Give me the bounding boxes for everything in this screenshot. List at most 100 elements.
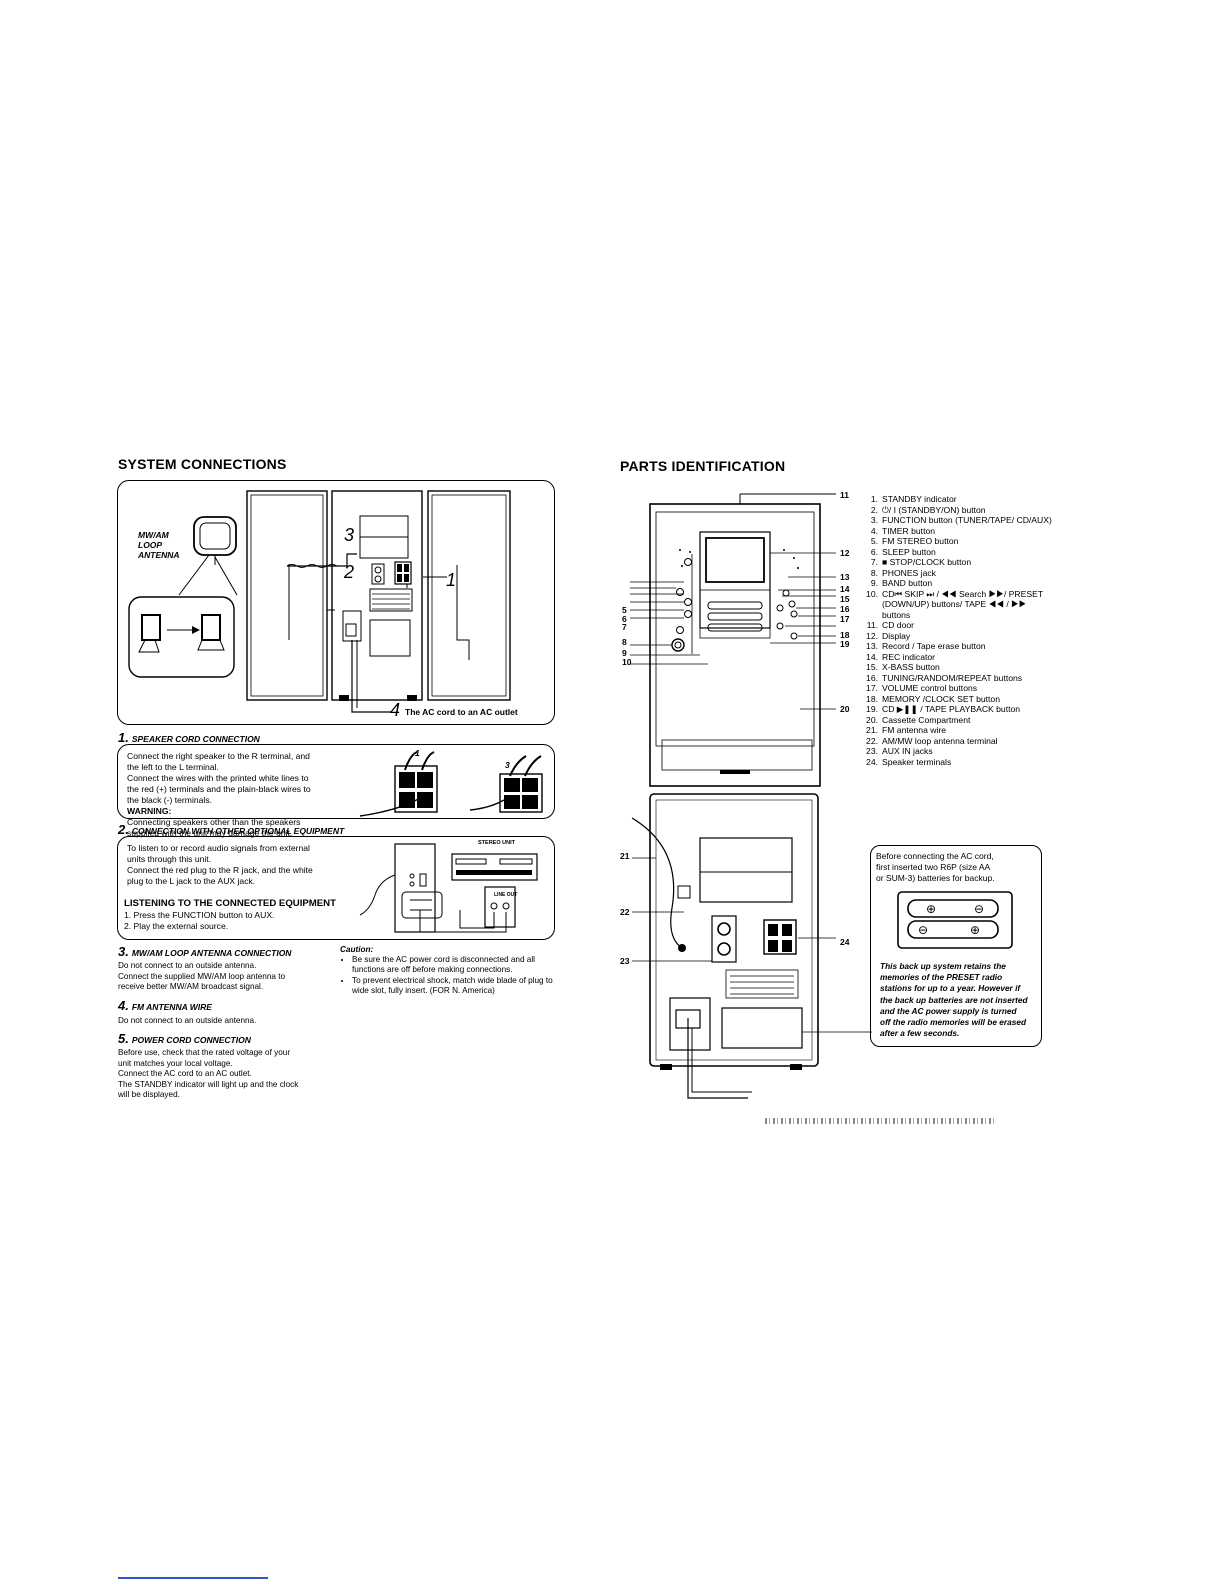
front-callout-19: 19 [840, 639, 850, 649]
battery-note-line: first inserted two R6P (size AA [876, 862, 991, 872]
front-callout-15: 15 [840, 594, 850, 604]
part-item: 20.Cassette Compartment [866, 714, 971, 725]
loop-antenna-line: Do not connect to an outside antenna. [118, 961, 257, 970]
rear-callout-23: 23 [620, 956, 630, 966]
part-item: 10.CD⏮ SKIP ⏭ / ◀◀ Search ▶▶/ PRESET (DO… [866, 588, 1043, 620]
fm-antenna-heading-text: FM ANTENNA WIRE [131, 1002, 212, 1012]
listening-step: 1. Press the FUNCTION button to AUX. [124, 910, 275, 920]
speaker-heading: 1.SPEAKER CORD CONNECTION [118, 730, 260, 745]
battery-note-line: Before connecting the AC cord, [876, 851, 994, 861]
power-cord-line: Before use, check that the rated voltage… [118, 1048, 291, 1057]
battery-note-italic-line: the back up batteries are not inserted [880, 994, 1028, 1005]
part-item: 16.TUNING/RANDOM/REPEAT buttons [866, 672, 1023, 683]
front-callout-20: 20 [840, 704, 850, 714]
part-item: 4.TIMER button [870, 525, 936, 536]
speaker-line: Connect the right speaker to the R termi… [127, 751, 310, 761]
warning-line: Connecting speakers other than the speak… [127, 817, 301, 827]
rear-callout-22: 22 [620, 907, 630, 917]
speaker-line: the red (+) terminals and the plain-blac… [127, 784, 311, 794]
battery-note-text: Before connecting the AC cord, first ins… [876, 851, 1038, 884]
rear-callout-24: 24 [840, 937, 850, 947]
speaker-box [117, 744, 555, 819]
loop-antenna-heading-text: MW/AM LOOP ANTENNA CONNECTION [131, 948, 292, 958]
front-callout-17: 17 [840, 614, 850, 624]
part-item: 1.STANDBY indicator [870, 494, 957, 504]
battery-note-italic: This back up system retains the memories… [880, 961, 1040, 1039]
loop-antenna-line: Connect the supplied MW/AM loop antenna … [118, 971, 286, 981]
listening-heading: LISTENING TO THE CONNECTED EQUIPMENT [124, 898, 336, 909]
speaker-terminal-figure [359, 751, 543, 817]
caution-heading: Caution: [340, 945, 374, 954]
stereo-unit-label: STEREO UNIT [478, 840, 515, 846]
speaker-line: the black (-) terminals. [127, 795, 213, 805]
front-callout-7: 7 [622, 622, 627, 632]
callout-1: 1 [446, 570, 457, 590]
connection-diagram [128, 490, 511, 713]
warning-line: supplied with the unit may damage the un… [127, 828, 293, 838]
front-callout-5: 5 [622, 605, 627, 615]
part-item: 3.FUNCTION button (TUNER/TAPE/ CD/AUX) [870, 515, 1052, 525]
battery-note-italic-line: after a few seconds. [880, 1028, 960, 1039]
battery-note-line: or SUM-3) batteries for backup. [876, 873, 995, 883]
scan-noise [765, 1118, 995, 1124]
warning-label: WARNING: [127, 806, 172, 816]
part-item: 24.Speaker terminals [866, 756, 952, 767]
front-unit-figure [630, 493, 836, 787]
front-callout-10: 10 [622, 657, 632, 667]
power-cord-line: will be displayed. [118, 1090, 180, 1099]
svg-text:⊖: ⊖ [918, 923, 928, 937]
caution-item: To prevent electrical shock, match wide … [352, 976, 555, 996]
speaker-heading-text: SPEAKER CORD CONNECTION [131, 734, 260, 744]
power-cord-heading-text: POWER CORD CONNECTION [131, 1035, 251, 1045]
power-cord-heading: 5.POWER CORD CONNECTION [118, 1031, 251, 1046]
part-item: 14.REC indicator [866, 651, 936, 662]
battery-compartment-icon: ⊕ ⊖ ⊖ ⊕ [897, 891, 1013, 949]
optional-line: units through this unit. [127, 854, 212, 864]
part-item: 21.FM antenna wire [866, 725, 947, 735]
optional-heading-text: CONNECTION WITH OTHER OPTIONAL EQUIPMENT [131, 826, 345, 836]
part-item: 12.Display [866, 630, 911, 641]
part-item: 2.⏻/ I (STANDBY/ON) button [870, 504, 986, 515]
optional-equipment-figure [359, 843, 538, 933]
system-connections-title: SYSTEM CONNECTIONS [118, 456, 287, 472]
part-item: 6.SLEEP button [870, 546, 936, 557]
part-item: 18.MEMORY /CLOCK SET button [866, 693, 1000, 704]
svg-text:⊕: ⊕ [970, 923, 980, 937]
part-item: 17.VOLUME control buttons [866, 683, 978, 693]
power-cord-text: Before use, check that the rated voltage… [118, 1048, 348, 1101]
optional-line: To listen to or record audio signals fro… [127, 843, 310, 853]
optional-heading: 2.CONNECTION WITH OTHER OPTIONAL EQUIPME… [118, 822, 344, 837]
battery-note-italic-line: This back up system retains the [880, 961, 1006, 971]
fm-antenna-line: Do not connect to an outside antenna. [118, 1016, 257, 1025]
front-callout-13: 13 [840, 572, 850, 582]
part-item: 13.Record / Tape erase button [866, 641, 986, 651]
antenna-label: MW/AM LOOP ANTENNA [138, 530, 180, 560]
ac-cord-label: The AC cord to an AC outlet [405, 707, 518, 717]
part-item: 19.CD ▶❚❚ / TAPE PLAYBACK button [866, 704, 1021, 714]
line-out-label: LINE OUT [494, 892, 518, 898]
rear-callout-21: 21 [620, 851, 630, 861]
battery-note-italic-line: and the AC power supply is turned [880, 1005, 1017, 1016]
parts-list: 1.STANDBY indicator 2.⏻/ I (STANDBY/ON) … [856, 494, 1056, 767]
loop-antenna-line: receive better MW/AM broadcast signal. [118, 982, 264, 991]
part-item: 7.■ STOP/CLOCK button [870, 557, 972, 567]
power-cord-num: 5. [118, 1031, 129, 1046]
front-callout-14: 14 [840, 584, 850, 594]
power-cord-line: Connect the AC cord to an AC outlet. [118, 1069, 252, 1078]
optional-box [117, 836, 555, 940]
callout-2: 2 [344, 562, 355, 582]
front-callout-16: 16 [840, 604, 850, 614]
front-callout-9: 9 [622, 648, 627, 658]
listening-block: LISTENING TO THE CONNECTED EQUIPMENT 1. … [124, 898, 364, 932]
power-cord-line: unit matches your local voltage. [118, 1058, 233, 1068]
battery-note-italic-line: memories of the PRESET radio [880, 972, 1003, 983]
front-callout-6: 6 [622, 614, 627, 624]
loop-antenna-text: Do not connect to an outside antenna. Co… [118, 961, 338, 993]
optional-line: plug to the L jack to the AUX jack. [127, 876, 256, 886]
speaker-fig-label-3: 3 [505, 760, 510, 770]
battery-note-box [870, 845, 1042, 1047]
part-item: 8.PHONES jack [870, 567, 936, 578]
battery-note-italic-line: off the radio memories will be erased [880, 1017, 1027, 1028]
battery-note-italic-line: stations for up to a year. However if [880, 983, 1021, 994]
optional-line: Connect the red plug to the R jack, and … [127, 865, 313, 875]
